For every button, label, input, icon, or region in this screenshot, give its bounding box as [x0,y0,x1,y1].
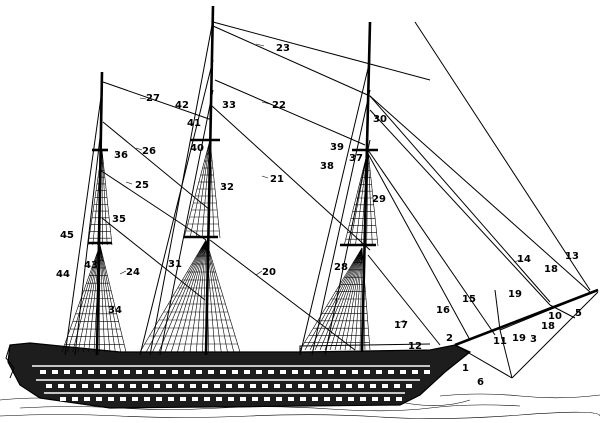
callout-41: 41 [187,118,201,129]
callout-16: 16 [436,305,450,316]
callout-25: 25 [135,180,149,191]
callout-12: 12 [408,341,422,352]
callout-34: 34 [108,305,122,316]
callout-labels: 1 2 3 5 6 10 11 12 13 14 15 16 17 18 18 … [56,43,582,388]
callout-10: 10 [548,311,562,322]
callout-leaders [64,43,521,324]
callout-40: 40 [190,143,204,154]
callout-1: 1 [462,363,469,374]
callout-20: 20 [262,267,276,278]
callout-33: 33 [222,100,236,111]
callout-19-upper: 19 [508,289,522,300]
callout-15: 15 [462,294,476,305]
callout-22: 22 [272,100,286,111]
ship-hull [5,342,472,409]
callout-18-upper: 18 [544,264,558,275]
callout-3: 3 [530,334,537,345]
gun-port-rows [40,370,430,401]
callout-37: 37 [349,153,363,164]
callout-23: 23 [276,43,290,54]
callout-21: 21 [270,174,284,185]
callout-32: 32 [220,182,234,193]
callout-27: 27 [146,93,160,104]
callout-5: 5 [575,308,582,319]
callout-31: 31 [168,259,182,270]
callout-35: 35 [112,214,126,225]
callout-18-lower: 18 [541,321,555,332]
callout-42: 42 [175,100,189,111]
callout-11: 11 [493,336,507,347]
callout-2: 2 [446,333,453,344]
callout-14: 14 [517,254,531,265]
callout-13: 13 [565,251,579,262]
callout-39: 39 [330,142,344,153]
callout-30: 30 [373,114,387,125]
callout-45: 45 [60,230,74,241]
callout-43: 43 [84,260,98,271]
masts [88,5,599,379]
callout-44: 44 [56,269,70,280]
callout-29: 29 [372,194,386,205]
rigging-lines [64,19,599,379]
callout-24: 24 [126,267,140,278]
callout-26: 26 [142,146,156,157]
callout-38: 38 [320,161,334,172]
callout-17: 17 [394,320,408,331]
callout-36: 36 [114,150,128,161]
callout-6: 6 [477,377,484,388]
callout-28: 28 [334,262,348,273]
callout-19-lower: 19 [512,333,526,344]
